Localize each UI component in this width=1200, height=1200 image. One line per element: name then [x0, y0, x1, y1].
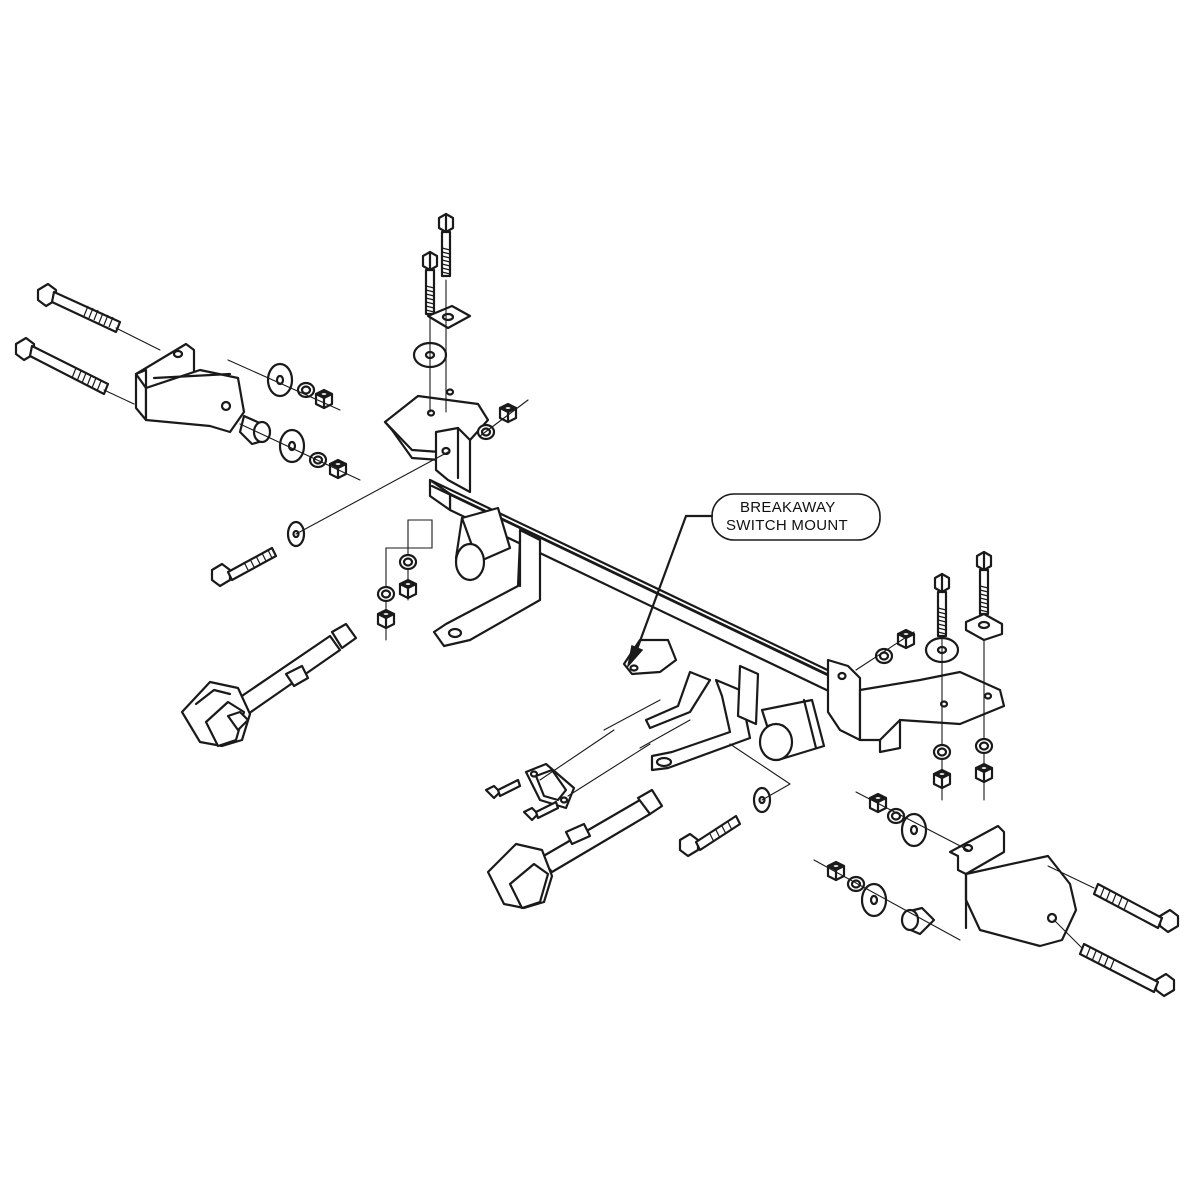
- right-large-washer-lower: [860, 882, 888, 918]
- callout-line-1: BREAKAWAY: [740, 499, 836, 516]
- left-bottom-nut-2: [376, 608, 396, 630]
- left-long-bolt-2: [14, 336, 110, 396]
- right-side-nut: [896, 628, 916, 650]
- right-bottom-lockwasher-1: [932, 743, 952, 761]
- left-bottom-lockwasher-1: [398, 553, 418, 571]
- left-long-bolt-1: [36, 282, 122, 334]
- right-bottom-lockwasher-2: [974, 737, 994, 755]
- left-bottom-nut-1: [398, 578, 418, 600]
- left-large-washer-lower: [278, 428, 306, 464]
- left-top-bolt-long: [437, 212, 455, 278]
- right-frame-bracket: [826, 658, 1006, 754]
- right-top-bolt-long: [975, 550, 993, 616]
- right-top-bolt-short: [933, 572, 951, 638]
- left-safety-chain-bracket: [432, 528, 542, 648]
- left-horizontal-bolt: [210, 546, 278, 588]
- left-tube-sleeve: [454, 506, 512, 582]
- left-horizontal-washer: [286, 520, 306, 548]
- right-mounting-bracket: [948, 824, 1078, 948]
- right-long-bolt-2: [1078, 942, 1176, 998]
- left-top-bolt-short: [421, 250, 439, 316]
- right-large-washer-upper: [900, 812, 928, 848]
- left-bottom-lockwasher-2: [376, 585, 396, 603]
- right-lockwasher-lower: [846, 875, 866, 893]
- left-nut-lower: [328, 458, 348, 480]
- callout-leader-line: [634, 514, 714, 654]
- left-mounting-bracket: [134, 342, 246, 434]
- right-top-spacer-plate: [964, 612, 1004, 642]
- left-frame-bracket: [383, 388, 490, 494]
- center-horizontal-bolt: [678, 814, 742, 858]
- right-bottom-nut-1: [932, 768, 952, 790]
- left-spacer-tube: [238, 414, 272, 446]
- left-tow-arm: [180, 622, 358, 748]
- center-tow-arm: [486, 788, 664, 910]
- callout-line-2: SWITCH MOUNT: [726, 517, 848, 534]
- breakaway-switch-mount-callout: BREAKAWAY SWITCH MOUNT: [626, 493, 881, 669]
- right-nut-lower: [826, 860, 846, 882]
- plate-screw-1: [484, 778, 522, 800]
- safety-cable-plate: [524, 762, 576, 810]
- plate-screw-2: [522, 800, 560, 822]
- left-large-washer-upper: [266, 362, 294, 398]
- right-receiver-sleeve: [758, 698, 826, 762]
- center-receiver-arms: [644, 664, 760, 772]
- right-long-bolt-1: [1092, 882, 1180, 934]
- callout-arrow-head: [626, 644, 644, 669]
- right-bottom-nut-2: [974, 762, 994, 784]
- right-spacer-tube: [900, 906, 936, 936]
